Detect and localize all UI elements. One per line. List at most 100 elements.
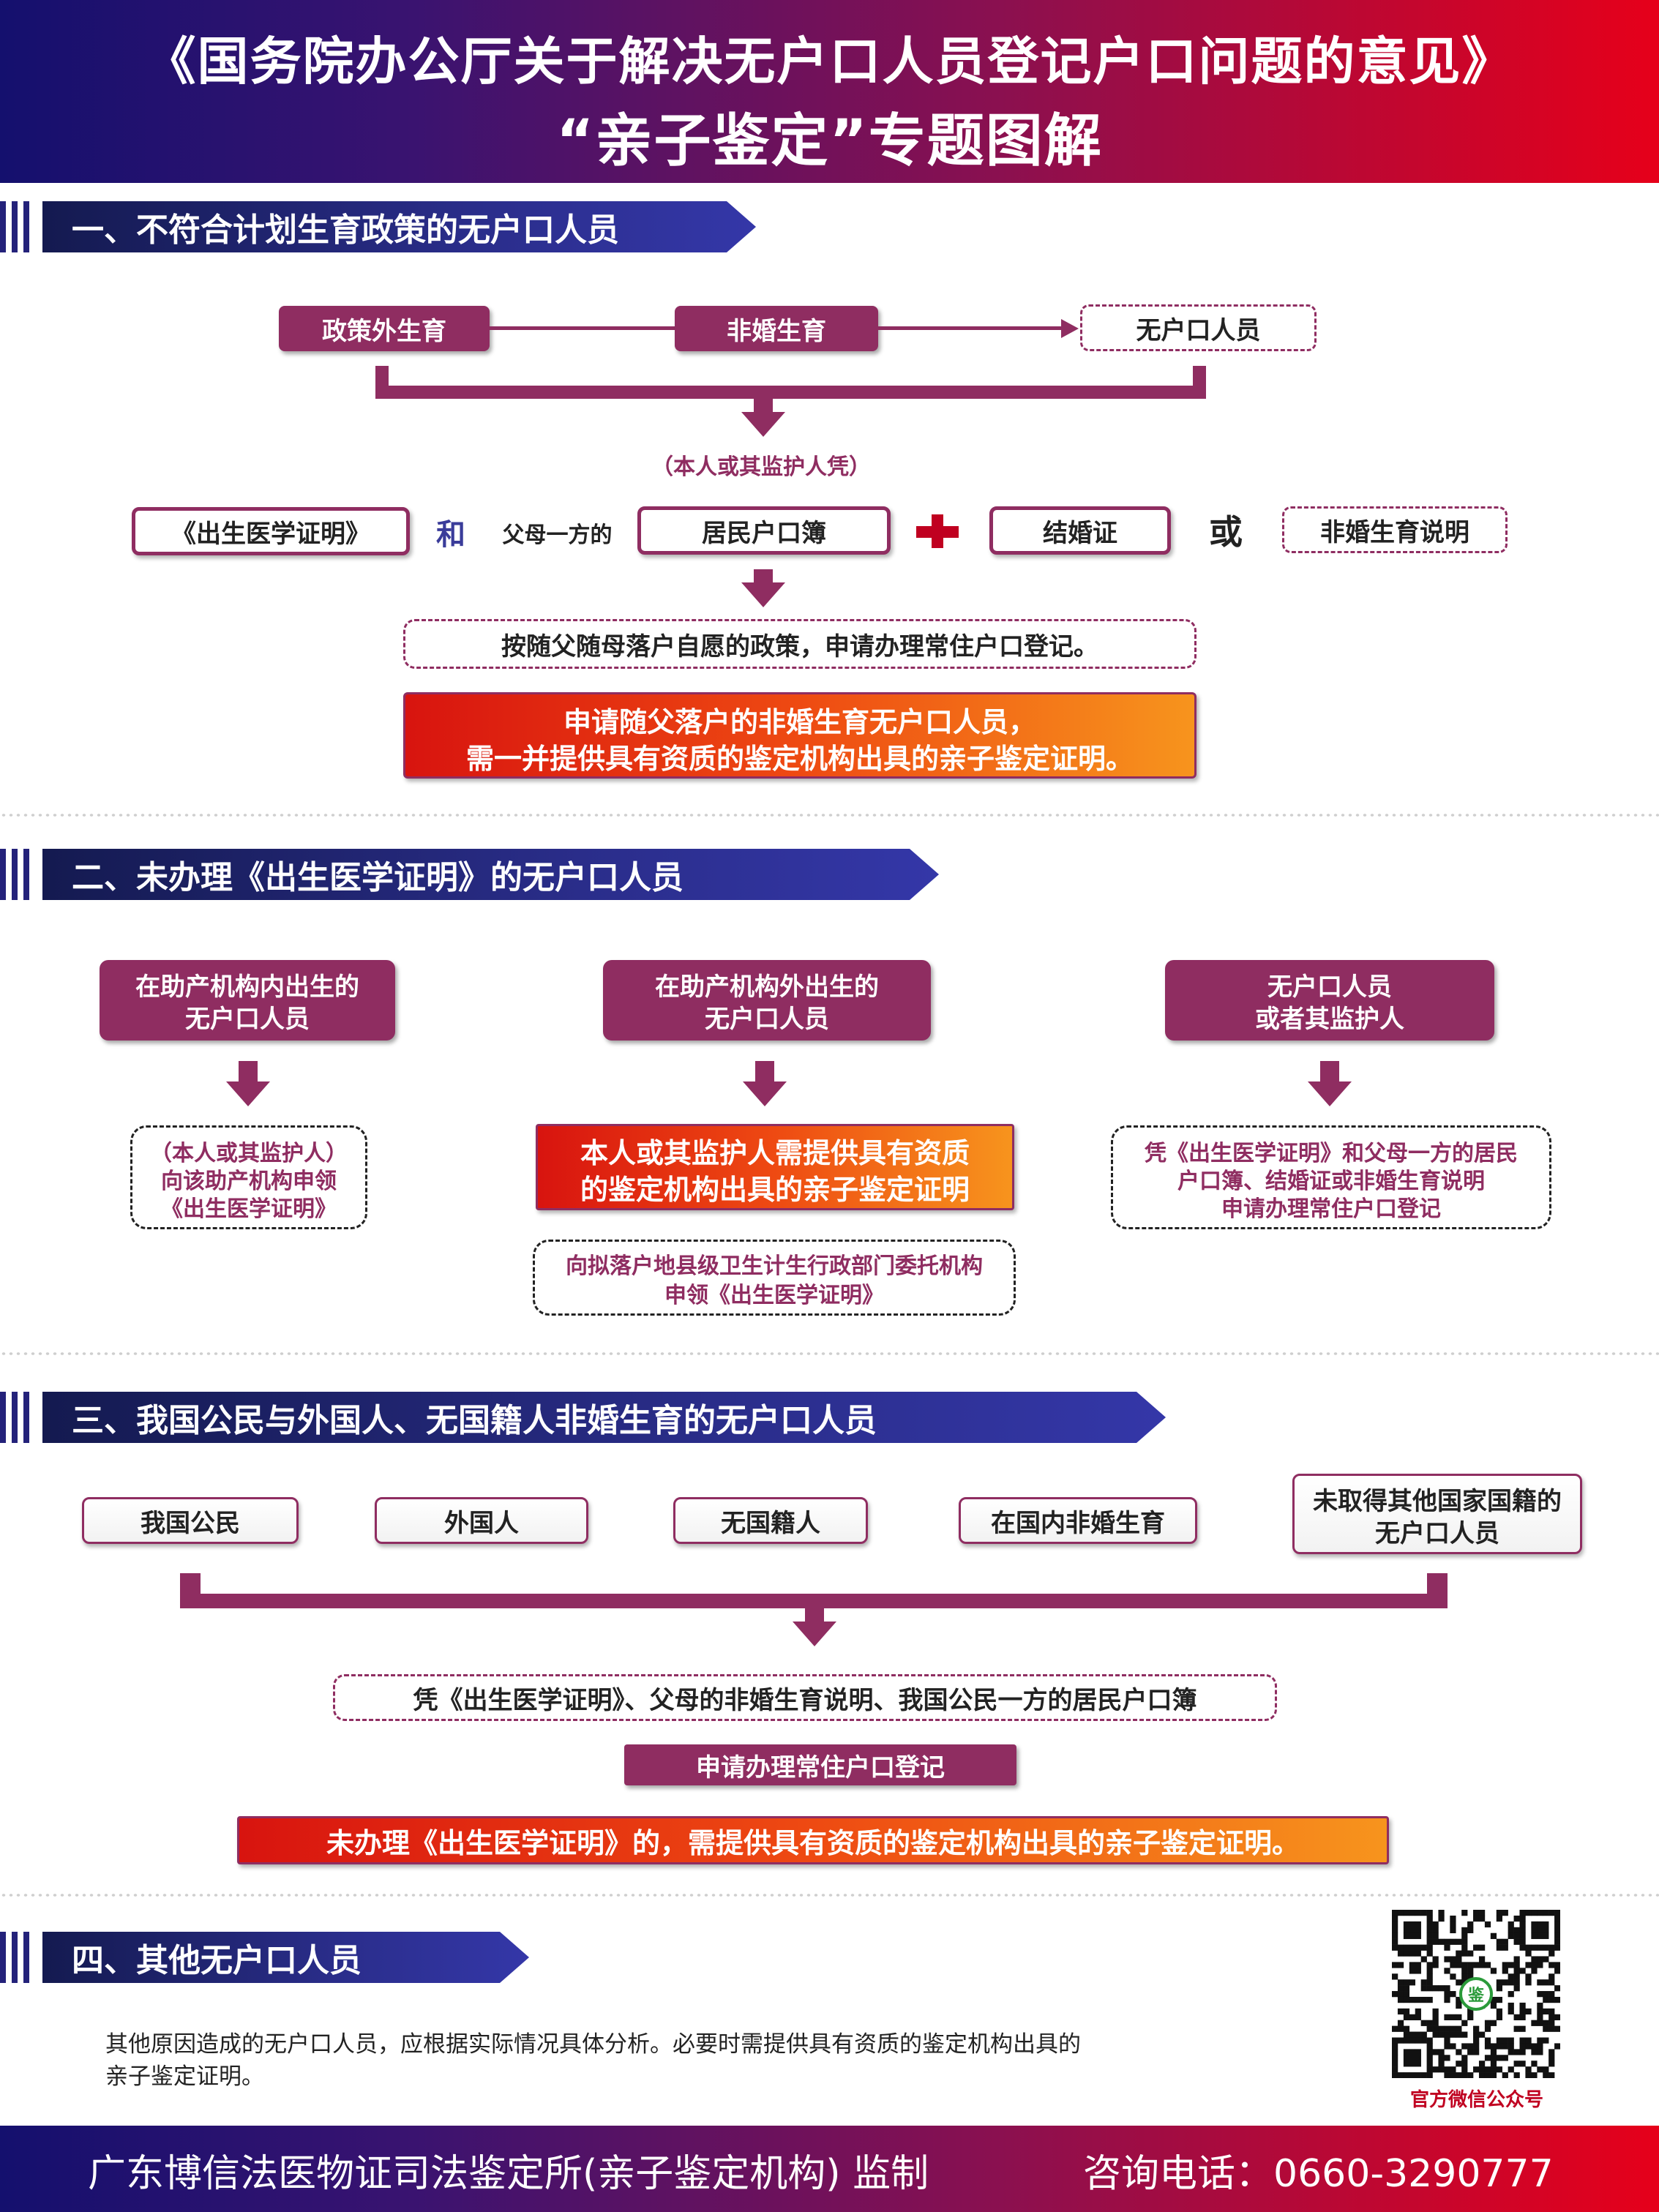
qr-module bbox=[1490, 2061, 1497, 2067]
qr-module bbox=[1444, 1938, 1450, 1945]
qr-module bbox=[1543, 2020, 1549, 2026]
arrow-down-icon bbox=[1308, 1081, 1352, 1106]
qr-module bbox=[1432, 1921, 1439, 1928]
qr-module bbox=[1456, 1956, 1462, 1962]
qr-module bbox=[1543, 1927, 1549, 1934]
qr-module bbox=[1496, 1915, 1502, 1922]
qr-code-icon: 鉴 bbox=[1392, 1910, 1561, 2079]
qr-module bbox=[1432, 1962, 1439, 1968]
qr-module bbox=[1432, 1956, 1439, 1962]
qr-module bbox=[1426, 2043, 1433, 2050]
qr-module bbox=[1456, 1979, 1462, 1986]
qr-module bbox=[1548, 1991, 1555, 1998]
qr-module bbox=[1415, 2014, 1421, 2020]
qr-module bbox=[1438, 2061, 1445, 2067]
qr-module bbox=[1537, 2043, 1543, 2050]
qr-module bbox=[1473, 1944, 1480, 1951]
col1-note-box: （本人或其监护人） 向该助产机构申领 《出生医学证明》 bbox=[130, 1125, 367, 1229]
qr-module bbox=[1513, 1956, 1520, 1962]
qr-module bbox=[1543, 2008, 1549, 2015]
qr-module bbox=[1409, 1996, 1416, 2003]
qr-module bbox=[1420, 1910, 1427, 1916]
qr-module bbox=[1467, 2049, 1474, 2055]
qr-module bbox=[1543, 1910, 1549, 1916]
qr-module bbox=[1531, 1956, 1538, 1962]
qr-module bbox=[1543, 1932, 1549, 1939]
qr-module bbox=[1397, 1991, 1404, 1998]
qr-module bbox=[1531, 1944, 1538, 1951]
qr-module bbox=[1467, 2043, 1474, 2050]
qr-module bbox=[1432, 2031, 1439, 2038]
qr-module bbox=[1409, 1910, 1416, 1916]
qr-module bbox=[1519, 1932, 1526, 1939]
qr-module bbox=[1409, 1932, 1416, 1939]
qr-module bbox=[1478, 2061, 1486, 2067]
qr-module bbox=[1508, 1991, 1514, 1998]
qr-module bbox=[1467, 1968, 1474, 1974]
qr-module bbox=[1554, 1985, 1561, 1992]
qr-module bbox=[1409, 1921, 1416, 1928]
qr-module bbox=[1438, 2031, 1445, 2038]
qr-module bbox=[1450, 2014, 1456, 2020]
qr-module bbox=[1450, 1962, 1456, 1968]
arrow-down-icon bbox=[743, 1081, 787, 1106]
qr-module bbox=[1426, 1973, 1433, 1980]
qr-module bbox=[1548, 1979, 1555, 1986]
qr-module bbox=[1426, 1996, 1433, 2003]
qr-module bbox=[1397, 1962, 1404, 1968]
qr-module bbox=[1537, 1962, 1543, 1968]
qr-module bbox=[1415, 1921, 1421, 1928]
divider bbox=[0, 1351, 1659, 1357]
qr-module bbox=[1502, 2072, 1508, 2079]
qr-module bbox=[1519, 1944, 1526, 1951]
doc-marriage-certificate: 结婚证 bbox=[989, 506, 1171, 555]
qr-module bbox=[1525, 1973, 1532, 1980]
qr-module bbox=[1513, 1962, 1520, 1968]
page-header: 《国务院办公厅关于解决无户口人员登记户口问题的意见》 “亲子鉴定”专题图解 bbox=[0, 0, 1659, 183]
qr-module bbox=[1426, 2025, 1433, 2032]
qr-module bbox=[1554, 1915, 1561, 1922]
qr-module bbox=[1392, 1938, 1398, 1945]
qr-module bbox=[1554, 1938, 1561, 1945]
qr-module bbox=[1426, 1910, 1433, 1916]
qr-module bbox=[1392, 2066, 1398, 2073]
qr-module bbox=[1548, 1962, 1555, 1968]
arrow-down-icon bbox=[793, 1621, 836, 1646]
qr-module bbox=[1554, 2043, 1561, 2050]
section3-banner: 三、我国公民与外国人、无国籍人非婚生育的无户口人员 bbox=[0, 1392, 1171, 1443]
qr-module bbox=[1513, 1985, 1520, 1992]
qr-module bbox=[1444, 1985, 1450, 1992]
qr-module bbox=[1409, 1968, 1416, 1974]
qr-module bbox=[1519, 1968, 1526, 1974]
qr-module bbox=[1484, 2025, 1491, 2032]
qr-module bbox=[1537, 2014, 1543, 2020]
qr-module bbox=[1444, 1956, 1450, 1962]
qr-module bbox=[1397, 1985, 1404, 1992]
qr-module bbox=[1554, 1921, 1561, 1928]
arrow-right-icon bbox=[1061, 319, 1079, 338]
qr-module bbox=[1403, 2055, 1410, 2061]
qr-module bbox=[1508, 1973, 1514, 1980]
col2-note-line2: 申领《出生医学证明》 bbox=[664, 1283, 884, 1308]
qr-module bbox=[1450, 2043, 1456, 2050]
qr-module bbox=[1426, 2072, 1433, 2079]
banner-bars-icon bbox=[0, 1392, 37, 1443]
qr-module bbox=[1543, 1956, 1549, 1962]
col2-orange-line2: 的鉴定机构出具的亲子鉴定证明 bbox=[580, 1173, 970, 1206]
qr-module bbox=[1537, 1932, 1543, 1939]
qr-module bbox=[1496, 2066, 1502, 2073]
qr-module bbox=[1392, 1973, 1398, 1980]
col1-note-line1: （本人或其监护人） bbox=[150, 1141, 348, 1166]
qr-module bbox=[1548, 1910, 1555, 1916]
qr-module bbox=[1392, 2025, 1398, 2032]
qr-module bbox=[1478, 2031, 1486, 2038]
qr-module bbox=[1397, 1950, 1404, 1957]
qr-module bbox=[1519, 2002, 1526, 2009]
divider bbox=[0, 812, 1659, 818]
qr-module bbox=[1490, 2072, 1497, 2079]
qr-module bbox=[1409, 1962, 1416, 1968]
qr-module bbox=[1409, 2031, 1416, 2038]
qr-module bbox=[1415, 2031, 1421, 2038]
qr-module bbox=[1502, 1938, 1508, 1945]
result-registration-box: 按随父随母落户自愿的政策，申请办理常住户口登记。 bbox=[403, 619, 1196, 669]
